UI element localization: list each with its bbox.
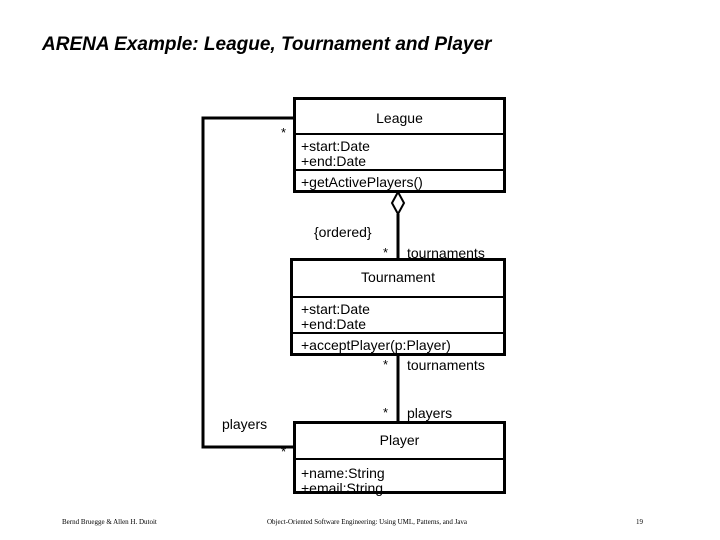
players-role-2: players	[222, 416, 268, 432]
tournament-attribute-end: +end:Date	[301, 316, 366, 332]
page-title: ARENA Example: League, Tournament and Pl…	[42, 34, 492, 55]
player-class-name: Player	[379, 432, 420, 448]
tournaments-multiplicity-2: *	[383, 357, 389, 372]
players-multiplicity-2: *	[281, 444, 287, 459]
players-multiplicity-1: *	[383, 405, 389, 420]
tournaments-role-2: tournaments	[407, 357, 485, 373]
footer-authors: Bernd Bruegge & Allen H. Dutoit	[62, 518, 157, 526]
tournament-class-name: Tournament	[361, 269, 435, 285]
league-operation-getactiveplayers: +getActivePlayers()	[301, 174, 423, 190]
league-attributes: +start:Date +end:Date	[296, 133, 503, 169]
players-role-1: players	[407, 405, 453, 421]
player-attribute-email: +email:String	[301, 480, 384, 496]
tournament-operation-acceptplayer: +acceptPlayer(p:Player)	[301, 337, 451, 353]
tournaments-role-1: tournaments	[407, 245, 485, 261]
league-operations: +getActivePlayers()	[296, 169, 503, 190]
player-class[interactable]: Player +name:String +email:String	[293, 421, 506, 496]
league-class-name: League	[376, 110, 423, 126]
aggregation-diamond	[390, 189, 406, 217]
league-multiplicity-left: *	[281, 125, 287, 140]
tournament-operations: +acceptPlayer(p:Player)	[293, 332, 503, 353]
league-attribute-end: +end:Date	[301, 153, 366, 169]
footer-page-number: 19	[636, 518, 643, 526]
league-attribute-start: +start:Date	[301, 138, 370, 154]
tournaments-multiplicity-1: *	[383, 245, 389, 260]
tournament-attribute-start: +start:Date	[301, 301, 370, 317]
ordered-constraint: {ordered}	[314, 224, 372, 240]
footer-book: Object-Oriented Software Engineering: Us…	[267, 518, 468, 526]
player-attributes: +name:String +email:String	[296, 458, 503, 496]
player-attribute-name: +name:String	[301, 465, 385, 481]
tournament-attributes: +start:Date +end:Date	[293, 296, 503, 332]
league-player-line	[201, 116, 295, 449]
tournament-class[interactable]: Tournament +start:Date +end:Date +accept…	[290, 258, 506, 356]
league-class[interactable]: League +start:Date +end:Date +getActiveP…	[293, 97, 506, 193]
